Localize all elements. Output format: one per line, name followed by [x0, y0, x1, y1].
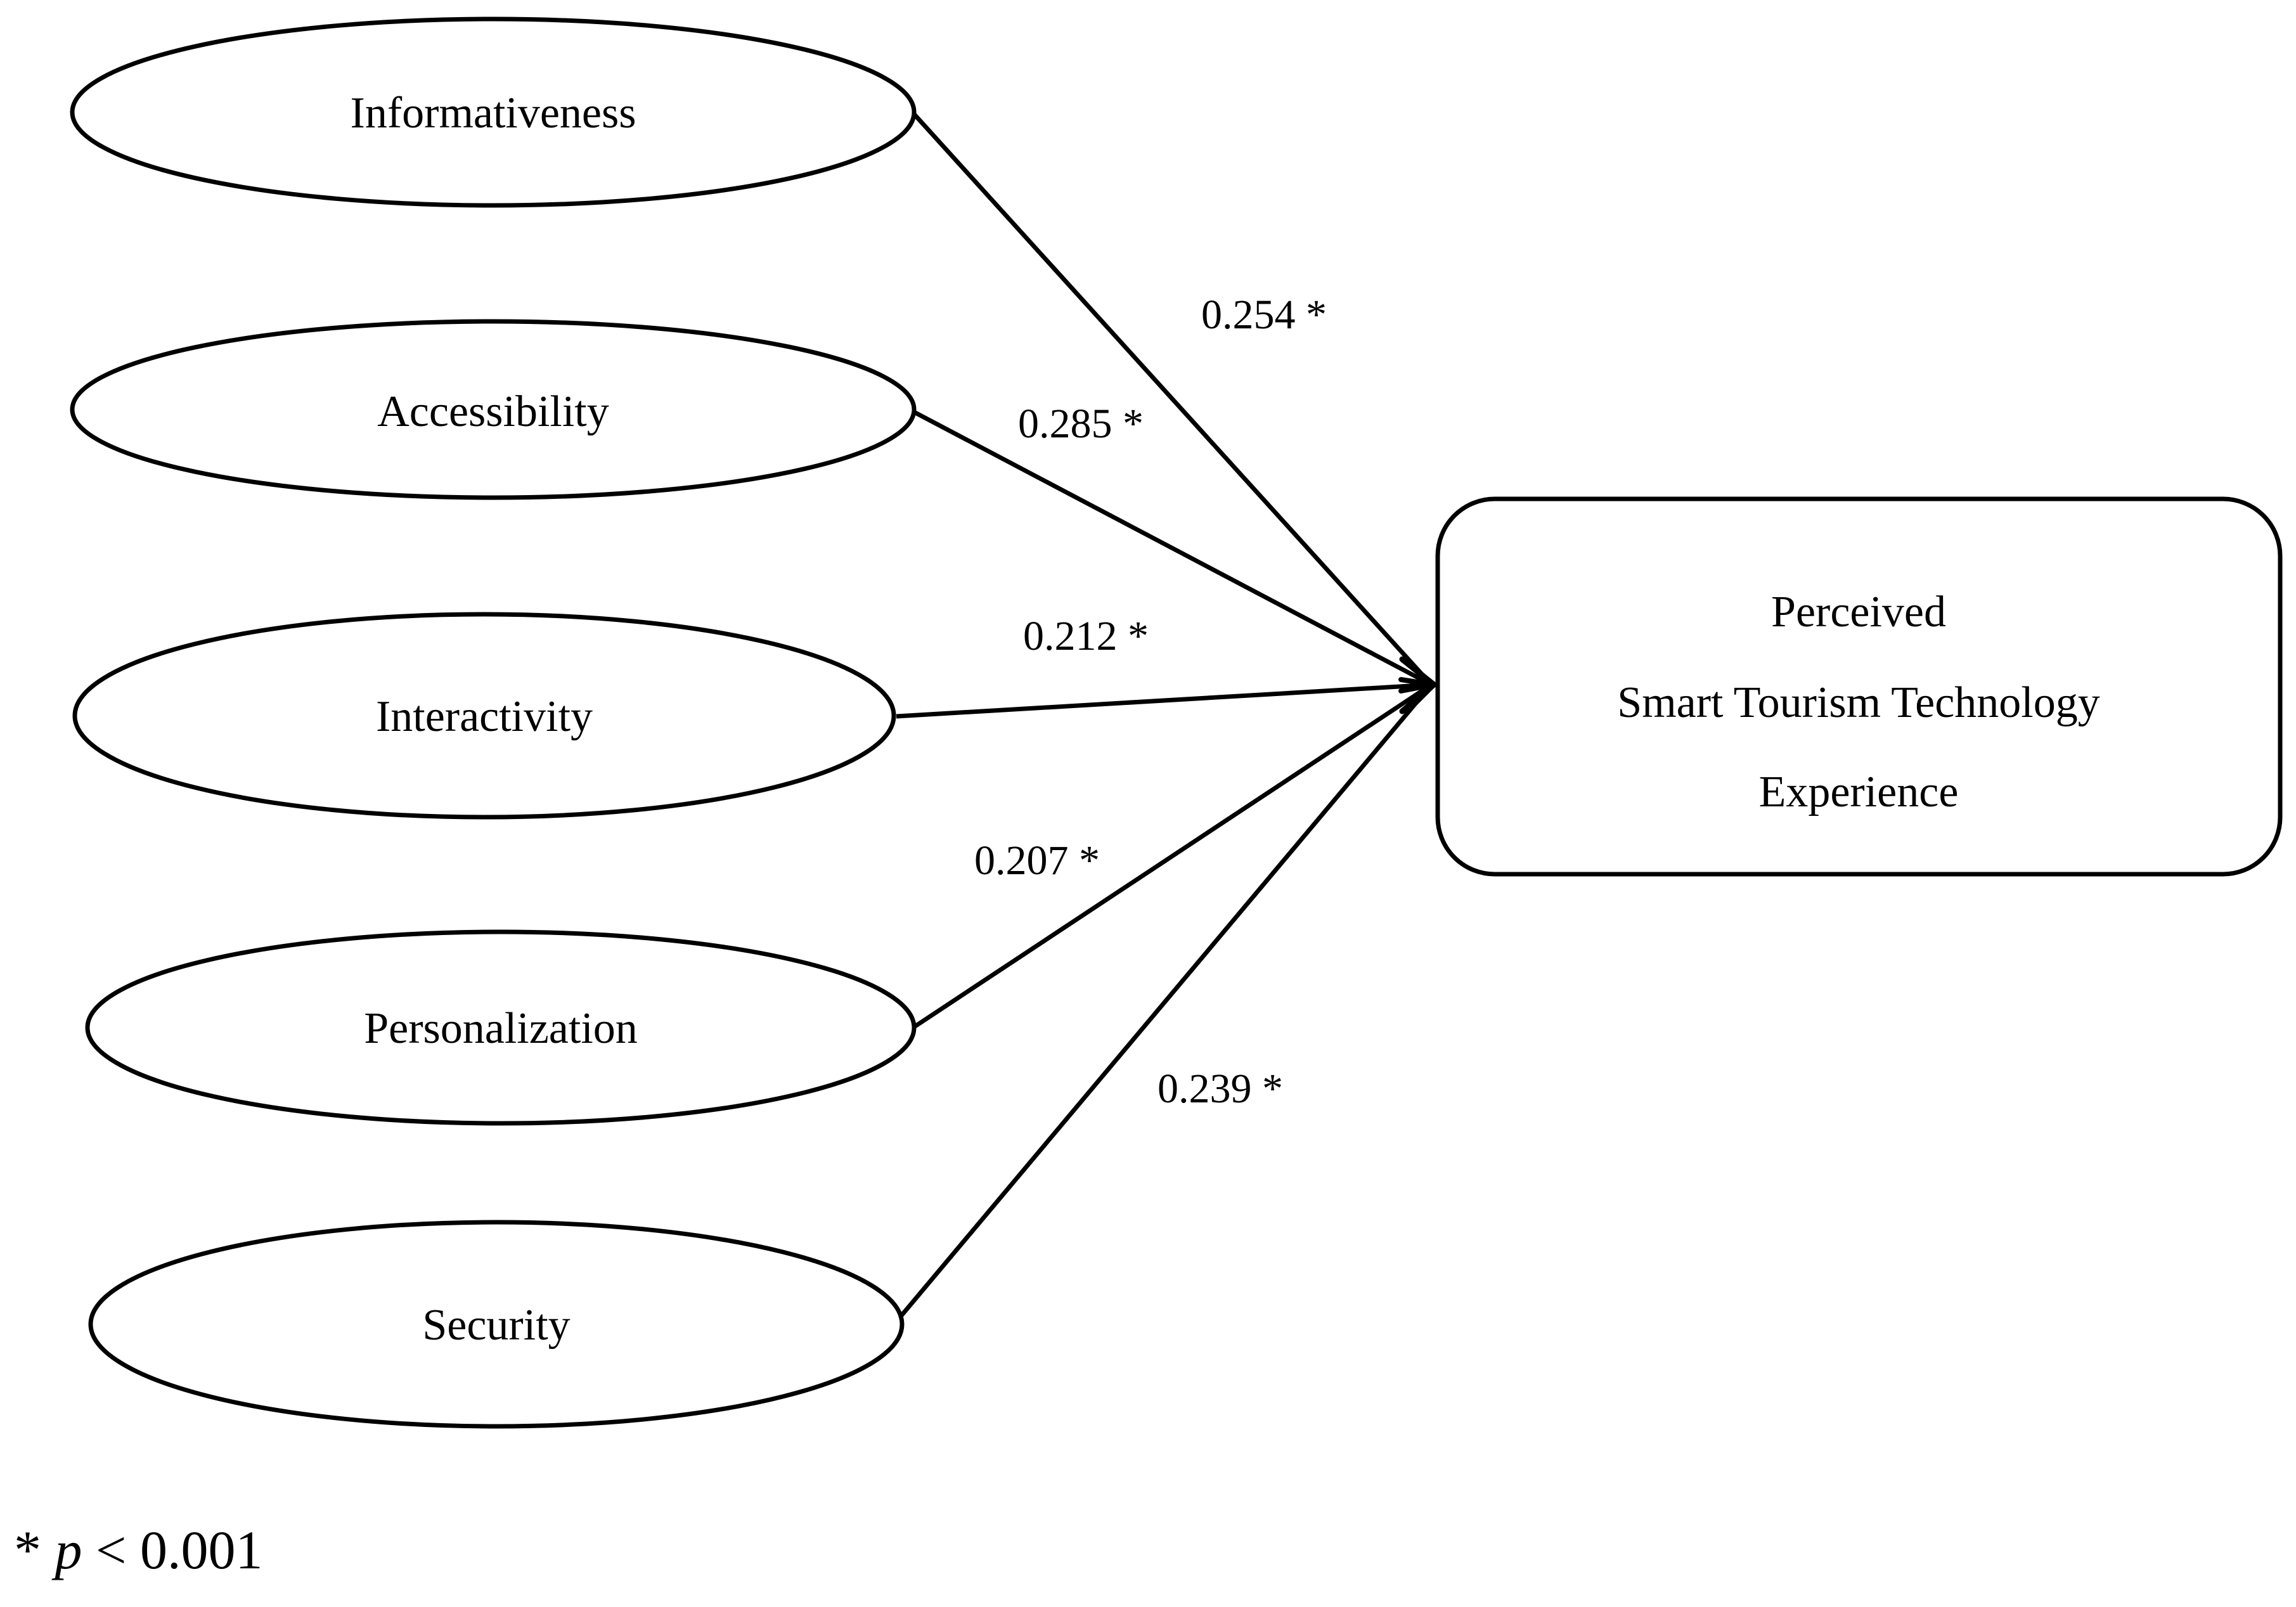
- footnote-star: *: [14, 1520, 41, 1580]
- path-arrow-security: [897, 683, 1433, 1320]
- path-arrows: [896, 112, 1433, 1320]
- path-arrow-personalization: [913, 683, 1433, 1029]
- construct-label-interactivity: Interactivity: [376, 692, 593, 741]
- construct-accessibility: Accessibility: [70, 319, 917, 500]
- construct-ellipse-accessibility: [70, 319, 917, 500]
- coefficient-accessibility: 0.285 *: [1018, 401, 1144, 447]
- path-arrow-informativeness: [912, 112, 1433, 687]
- coefficient-informativeness: 0.254 *: [1201, 292, 1327, 338]
- significance-footnote: * p < 0.001: [14, 1523, 263, 1577]
- outcome-label-line-1: Perceived: [1771, 588, 1946, 636]
- arrowhead-tip: [1398, 656, 1440, 714]
- construct-informativeness: Informativeness: [70, 16, 917, 208]
- outcome-construct: Perceived Smart Tourism Technology Exper…: [1435, 496, 2283, 877]
- construct-ellipse-interactivity: [72, 612, 896, 820]
- path-coefficients: 0.254 * 0.285 * 0.212 * 0.207 * 0.239 *: [974, 292, 1327, 1112]
- path-arrow-accessibility: [913, 410, 1433, 687]
- construct-ellipse-security: [88, 1220, 905, 1429]
- coefficient-security: 0.239 *: [1158, 1066, 1283, 1112]
- coefficient-interactivity: 0.212 *: [1023, 613, 1149, 659]
- construct-label-accessibility: Accessibility: [377, 387, 609, 436]
- construct-security: Security: [88, 1220, 905, 1429]
- arrowhead-icon-lower: [1398, 677, 1440, 707]
- construct-label-personalization: Personalization: [364, 1004, 638, 1053]
- coefficient-personalization: 0.207 *: [974, 837, 1100, 884]
- construct-ellipse-informativeness: [70, 16, 917, 208]
- construct-label-informativeness: Informativeness: [351, 89, 636, 138]
- construct-ellipse-personalization: [85, 929, 917, 1126]
- construct-interactivity: Interactivity: [72, 612, 896, 820]
- construct-personalization: Personalization: [85, 929, 917, 1126]
- outcome-box: [1435, 496, 2283, 877]
- path-arrow-interactivity: [896, 682, 1432, 719]
- footnote-p: p: [55, 1520, 82, 1580]
- construct-label-security: Security: [422, 1301, 570, 1350]
- outcome-label-line-3: Experience: [1759, 768, 1959, 816]
- footnote-threshold: < 0.001: [96, 1520, 263, 1580]
- outcome-label-line-2: Smart Tourism Technology: [1617, 678, 2099, 727]
